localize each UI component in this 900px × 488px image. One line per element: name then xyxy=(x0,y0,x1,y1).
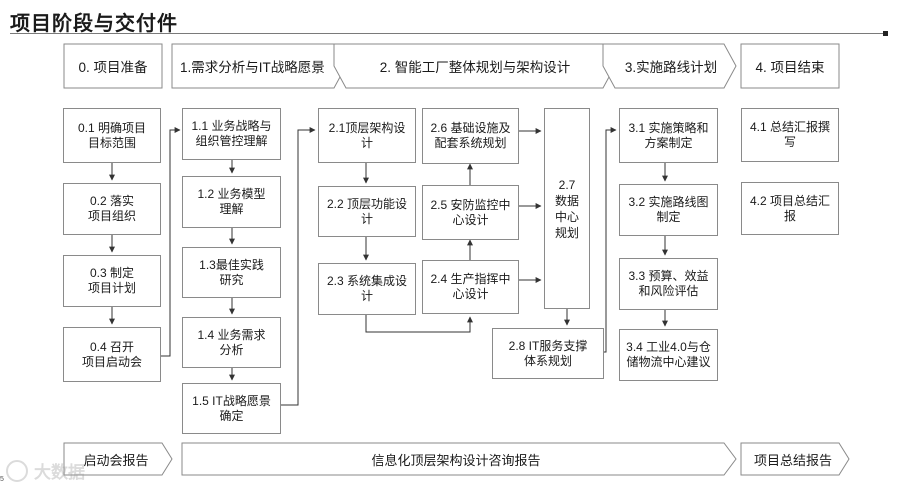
task-2-3: 2.3 系统集成设 计 xyxy=(318,263,416,315)
connector xyxy=(604,127,617,353)
task-3-4: 3.4 工业4.0与仓 储物流中心建议 xyxy=(619,329,718,381)
task-2-6: 2.6 基础设施及 配套系统规划 xyxy=(422,108,519,164)
task-0-2: 0.2 落实 项目组织 xyxy=(63,183,161,235)
title-divider-end-mark xyxy=(883,31,888,36)
connector xyxy=(161,127,181,357)
connector xyxy=(365,315,473,333)
task-2-7: 2.7 数据 中心 规划 xyxy=(544,108,590,309)
task-0-1: 0.1 明确项目 目标范围 xyxy=(63,108,161,163)
deliverable-2-label: 项目总结报告 xyxy=(753,452,832,468)
watermark: 大数据 xyxy=(6,458,85,483)
task-4-2: 4.2 项目总结汇 报 xyxy=(741,182,839,235)
phase-2-label: 2. 智能工厂整体规划与架构设计 xyxy=(379,60,571,75)
task-2-2: 2.2 顶层功能设 计 xyxy=(318,186,416,237)
phase-0-label: 0. 项目准备 xyxy=(78,60,148,75)
watermark-text: 大数据 xyxy=(34,463,85,482)
task-1-2: 1.2 业务模型 理解 xyxy=(182,176,281,228)
task-0-4: 0.4 召开 项目启动会 xyxy=(63,327,161,382)
title-divider xyxy=(10,33,886,34)
task-2-5: 2.5 安防监控中 心设计 xyxy=(422,185,519,240)
task-4-1: 4.1 总结汇报撰 写 xyxy=(741,108,839,162)
deliverable-0-label: 启动会报告 xyxy=(83,452,149,468)
task-1-3: 1.3最佳实践 研究 xyxy=(182,247,281,298)
task-2-1: 2.1顶层架构设 计 xyxy=(318,108,416,163)
phase-4-shape xyxy=(740,43,840,89)
connector xyxy=(281,127,316,406)
deliverable-1-label: 信息化顶层架构设计咨询报告 xyxy=(371,452,541,468)
deliverable-2-shape xyxy=(740,442,850,476)
task-2-8: 2.8 IT服务支撑 体系规划 xyxy=(492,328,604,379)
task-3-2: 3.2 实施路线图 制定 xyxy=(619,184,718,236)
phase-1-label: 1.需求分析与IT战略愿景 xyxy=(180,60,325,75)
task-1-1: 1.1 业务战略与 组织管控理解 xyxy=(182,108,281,160)
task-0-3: 0.3 制定 项目计划 xyxy=(63,255,161,307)
phase-3-label: 3.实施路线计划 xyxy=(624,60,718,75)
task-1-5: 1.5 IT战略愿景 确定 xyxy=(182,383,281,434)
phase-4-label: 4. 项目结束 xyxy=(755,60,825,75)
deliverable-0-shape xyxy=(63,442,173,476)
phase-0-shape xyxy=(63,43,163,89)
task-1-4: 1.4 业务需求 分析 xyxy=(182,317,281,368)
deliverable-1-shape xyxy=(181,442,737,476)
task-3-1: 3.1 实施策略和 方案制定 xyxy=(619,108,718,163)
watermark-logo-icon xyxy=(6,459,28,482)
phase-3-shape xyxy=(602,43,737,89)
task-3-3: 3.3 预算、效益 和风险评估 xyxy=(619,258,718,310)
page-number: 5 xyxy=(0,476,4,483)
task-2-4: 2.4 生产指挥中 心设计 xyxy=(422,260,519,314)
page-title: 项目阶段与交付件 xyxy=(10,13,178,35)
